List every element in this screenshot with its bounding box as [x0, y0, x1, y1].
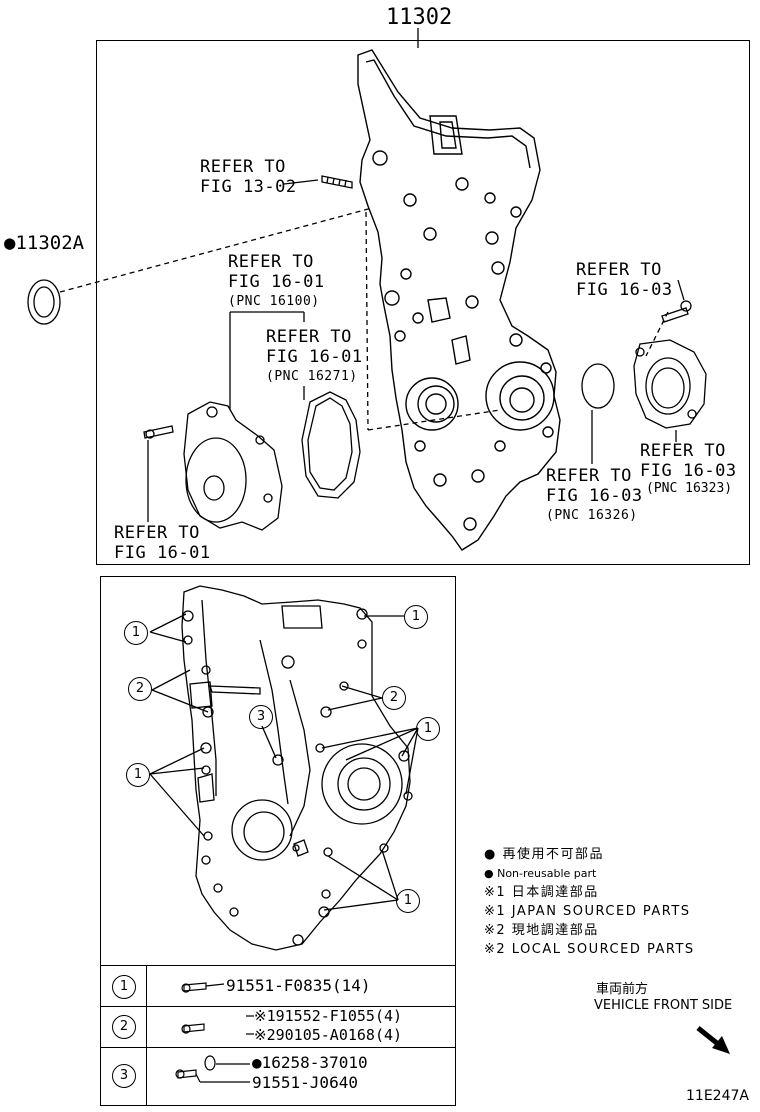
- water-pump: [183, 401, 283, 531]
- legend-local-sourced-jp: ※2 現地調達部品: [484, 923, 599, 938]
- refer-fig-16-03-pnc-16326[interactable]: REFER TO FIG 16-03 (PNC 16326): [546, 466, 643, 526]
- front-direction-arrow: [696, 1026, 730, 1054]
- refer-line1: REFER TO: [228, 252, 314, 272]
- callout-2-right[interactable]: 2: [382, 686, 406, 710]
- refer-line1: REFER TO: [266, 327, 352, 347]
- refer-fig-13-02[interactable]: REFER TO FIG 13-02: [200, 157, 297, 197]
- callout-1-topleft[interactable]: 1: [124, 621, 148, 645]
- refer-pnc: (PNC 16100): [228, 294, 320, 309]
- part-number: ●16258-37010: [252, 1053, 368, 1072]
- part-number: 91551-F0835(14): [226, 976, 371, 995]
- refer-line1: REFER TO: [546, 466, 632, 486]
- part-number: 91551-J0640: [252, 1073, 358, 1092]
- bolt-location-cover: [181, 585, 413, 951]
- exploded-view-frame: [96, 40, 750, 565]
- refer-pnc: (PNC 16271): [266, 369, 358, 384]
- part-number: ※290105-A0168(4): [254, 1026, 403, 1044]
- refer-line2: FIG 16-01: [266, 347, 363, 367]
- refer-line2: FIG 16-03: [546, 486, 643, 506]
- refer-fig-16-01-pnc-16100[interactable]: REFER TO FIG 16-01 (PNC 16100): [228, 252, 325, 312]
- part-number: ※191552-F1055(4): [254, 1007, 403, 1025]
- callout-1-bottom[interactable]: 1: [396, 889, 420, 913]
- refer-line2: FIG 13-02: [200, 177, 297, 197]
- refer-line1: REFER TO: [576, 260, 662, 280]
- refer-fig-16-03-pnc-16323[interactable]: REFER TO FIG 16-03: [640, 441, 737, 481]
- callout-1-topright[interactable]: 1: [404, 605, 428, 629]
- vehicle-front-jp: 車両前方: [596, 982, 649, 997]
- pump-gasket: [301, 391, 361, 499]
- refer-line2: FIG 16-03: [576, 280, 673, 300]
- legend-japan-sourced-en: ※1 JAPAN SOURCED PARTS: [484, 904, 691, 919]
- refer-line1: REFER TO: [640, 441, 726, 461]
- callout-3[interactable]: 3: [249, 705, 273, 729]
- legend-non-reusable-en: ● Non-reusable part: [484, 867, 597, 880]
- legend-local-sourced-en: ※2 LOCAL SOURCED PARTS: [484, 942, 695, 957]
- main-part-number[interactable]: 11302: [386, 5, 453, 30]
- refer-fig-16-03-bolt[interactable]: REFER TO FIG 16-03: [576, 260, 673, 300]
- callout-1-midright[interactable]: 1: [416, 717, 440, 741]
- refer-line2: FIG 16-01: [228, 272, 325, 292]
- row-index-badge: 2: [112, 1015, 136, 1039]
- table-row-2[interactable]: 2 ※191552-F1055(4) ※290105-A0168(4): [100, 1006, 456, 1048]
- refer-pnc-16323: (PNC 16323): [646, 481, 733, 496]
- vehicle-front-en: VEHICLE FRONT SIDE: [594, 998, 733, 1013]
- bolt-parts-table: 1 91551-F0835(14) 2 ※191552-F1055(4) ※29…: [100, 965, 456, 1106]
- seal-part-number: 11302A: [15, 232, 85, 254]
- refer-line2: FIG 16-03: [640, 461, 737, 481]
- legend: ● 再使用不可部品 ● Non-reusable part ※1 日本調達部品 …: [484, 845, 695, 959]
- non-reusable-marker: ●: [4, 232, 16, 254]
- table-divider: [146, 965, 147, 1106]
- callout-2-left[interactable]: 2: [128, 677, 152, 701]
- seal-part-label[interactable]: ●11302A: [4, 232, 84, 254]
- row-index-badge: 1: [112, 975, 136, 999]
- refer-fig-16-01-pnc-16271[interactable]: REFER TO FIG 16-01 (PNC 16271): [266, 327, 363, 387]
- refer-line1: REFER TO: [200, 157, 286, 177]
- table-row-1[interactable]: 1 91551-F0835(14): [100, 965, 456, 1007]
- refer-fig-16-01-bolt[interactable]: REFER TO FIG 16-01: [114, 523, 211, 563]
- table-row-3[interactable]: 3 ●16258-37010 91551-J0640: [100, 1047, 456, 1106]
- timing-chain-cover: [357, 49, 561, 551]
- legend-japan-sourced-jp: ※1 日本調達部品: [484, 885, 599, 900]
- water-inlet-housing: [633, 339, 707, 429]
- refer-line1: REFER TO: [114, 523, 200, 543]
- callout-1-midleft[interactable]: 1: [126, 763, 150, 787]
- stud-bolt: [321, 175, 353, 189]
- legend-non-reusable-jp: ● 再使用不可部品: [484, 847, 604, 862]
- refer-line2: FIG 16-01: [114, 543, 211, 563]
- refer-pnc: (PNC 16326): [546, 508, 638, 523]
- bolt-location-frame: [100, 576, 456, 1106]
- figure-code: 11E247A: [686, 1088, 749, 1104]
- row-index-badge: 3: [112, 1064, 136, 1088]
